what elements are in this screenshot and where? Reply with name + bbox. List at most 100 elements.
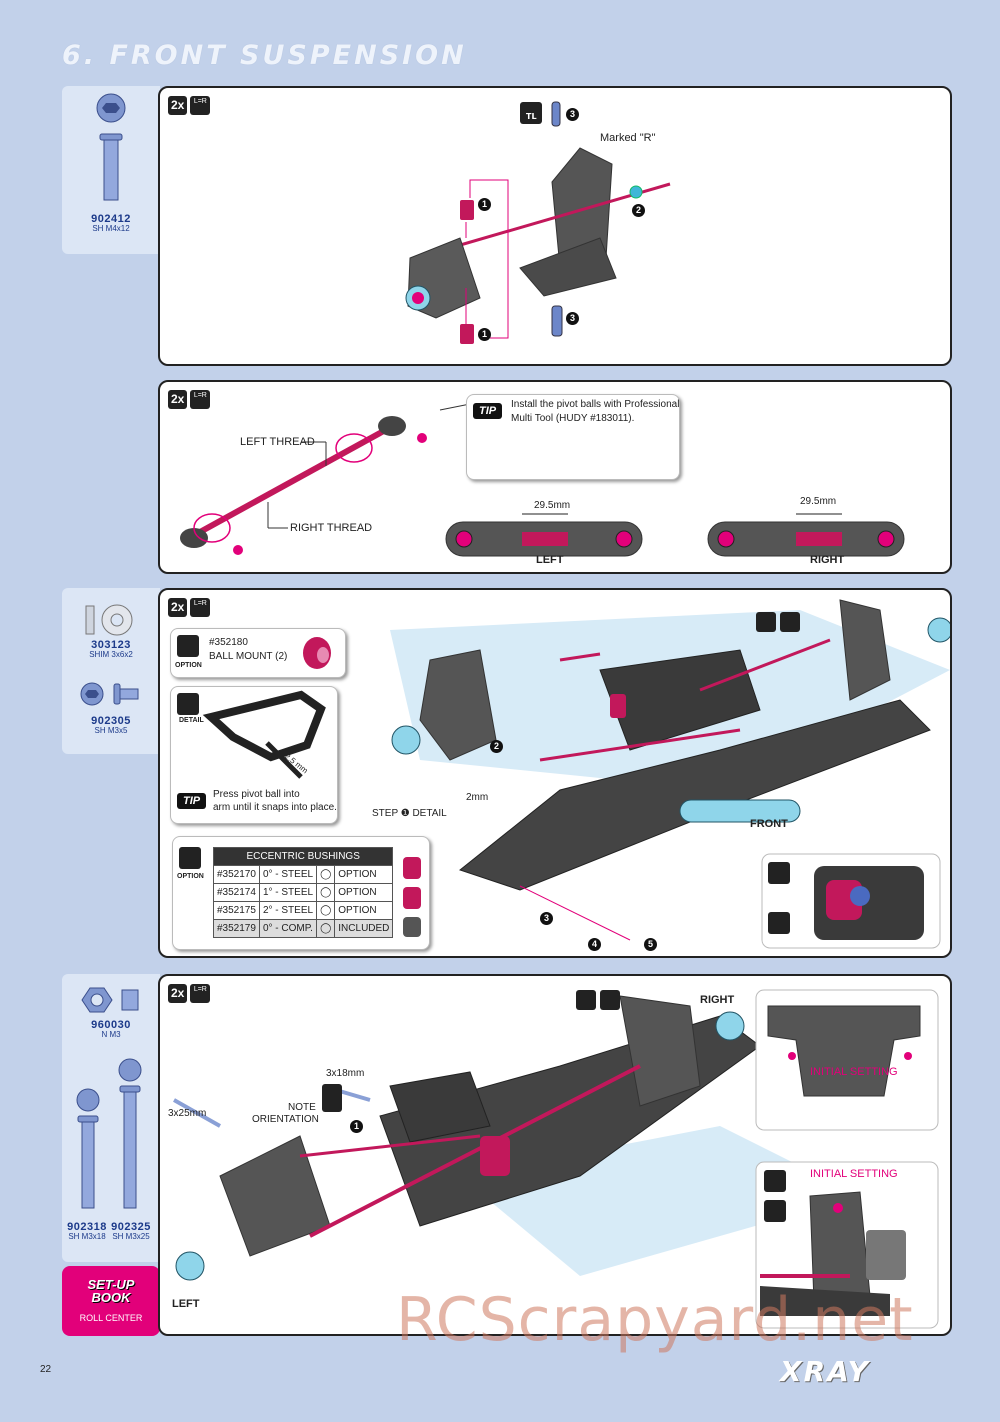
bushing-symbol-icon: ◯ [316,919,336,938]
ball-mount-name: BALL MOUNT (2) [209,651,288,662]
bushing-type: INCLUDED [334,919,394,938]
bushing-desc: 1° - STEEL [258,883,318,902]
qty-badge: 2x L=R [168,390,211,409]
marked-r-label: Marked "R" [600,132,656,144]
watermark: RCScrapyard.net [396,1285,914,1355]
bushing-symbol-icon: ◯ [316,901,336,920]
left-label: LEFT [536,554,564,566]
option-label: OPTION [175,662,202,669]
bushing-part: #352170 [213,865,260,884]
detail-icon [756,612,800,632]
measure-right: 29.5mm [800,496,837,507]
page-number: 22 [40,1364,52,1375]
pivot-ball-detail-box: DETAIL 2.5 mm TIP Press pivot ball into … [170,686,338,824]
setup-book-line2: BOOK [91,1290,131,1305]
left-label: LEFT [172,1298,200,1310]
bushing-icons [403,857,421,937]
table-title: ECCENTRIC BUSHINGS [212,847,394,866]
thumbs-up-icon [177,635,199,657]
qty-label: 2x [168,598,188,617]
tip-text-line1: Install the pivot balls with Professiona… [511,399,680,410]
step-number-1: 1 [478,328,491,341]
part-code: 902325 [111,1221,151,1233]
right-label: RIGHT [810,554,845,566]
bushing-symbol-icon: ◯ [316,865,336,884]
ball-mount-part: #352180 [209,637,248,648]
qty-label: 2x [168,390,188,409]
bushing-desc: 0° - STEEL [258,865,318,884]
screw-m4x12-icon [96,93,126,201]
ball-mount-option-box: OPTION #352180 BALL MOUNT (2) [170,628,346,678]
parts-bag-step1: 902412 SH M4x12 [62,86,160,254]
lr-icon: L=R [190,96,211,115]
table-row: #352170 0° - STEEL ◯ OPTION [213,865,394,884]
front-label: FRONT [750,818,788,830]
qty-badge: 2x L=R [168,96,211,115]
bushing-symbol-icon: ◯ [316,883,336,902]
part-code: 303123 [91,639,131,651]
step-number-4: 4 [588,938,601,951]
step-number-1: 1 [350,1120,363,1133]
front-suspension-final-illustration [173,989,939,1329]
step-number-3: 3 [540,912,553,925]
part-spec: N M3 [101,1030,121,1039]
measure-left: 29.5mm [534,500,571,511]
part-spec: SH M3x5 [94,726,128,735]
step4-panel: 2x L=R RIGHT LEFT 3x18mm 3x25mm NOTE ORI [158,974,952,1336]
qty-badge: 2x L=R [168,598,211,617]
lr-icon: L=R [190,984,211,1003]
part-spec: SHIM 3x6x2 [89,650,133,659]
qty-label: 2x [168,984,188,1003]
parts-bag-step3: 303123 SHIM 3x6x2 902305 SH M3x5 [62,588,160,754]
qty-badge: 2x L=R [168,984,211,1003]
step-number-1: 1 [478,198,491,211]
pivot-ball-tool-illustration [202,690,326,779]
step-detail-label: STEP ❶ DETAIL [372,808,447,819]
right-label: RIGHT [700,994,735,1006]
part-code: 902412 [91,213,131,225]
initial-setting-label: INITIAL SETTING [810,1066,898,1078]
bushing-type: OPTION [334,883,394,902]
step3-panel: 2x L=R OPTION #352180 BALL MOUNT (2) [158,588,952,958]
table-row: #352179 0° - COMP. ◯ INCLUDED [213,919,394,938]
screw-length-label: 3x25mm [168,1108,207,1119]
part-code: 902318 [67,1221,107,1233]
step-number-3: 3 [566,312,579,325]
part-spec: SH M3x25 [112,1232,150,1241]
tip-text-line1: Press pivot ball into [213,789,300,800]
bushing-part: #352179 [213,919,260,938]
svg-text:TL: TL [526,112,537,121]
ball-mount-icon [303,637,331,669]
tip-label: TIP [177,793,207,809]
right-thread-label: RIGHT THREAD [290,522,373,534]
orientation-label: ORIENTATION [252,1114,319,1125]
setup-book-line1: SET-UP [87,1277,135,1292]
part-code: 960030 [91,1019,131,1031]
step-number-2: 2 [632,204,645,217]
lr-icon: L=R [190,598,211,617]
bushing-part: #352175 [213,901,260,920]
part-code: 902305 [91,715,131,727]
note-label: NOTE [288,1102,316,1113]
step-number-3: 3 [566,108,579,121]
eccentric-bushings-table: ECCENTRIC BUSHINGS #352170 0° - STEEL ◯ … [212,847,394,938]
table-row: #352174 1° - STEEL ◯ OPTION [213,883,394,902]
step2-panel: 2x L=R LEFT THREAD RIGHT THREAD TIP Inst… [158,380,952,574]
part-spec: SH M4x12 [92,224,130,233]
table-row: #352175 2° - STEEL ◯ OPTION [213,901,394,920]
parts-bag-step4: 960030 N M3 902318 SH M3x18 902325 SH M3… [62,974,160,1262]
thumbs-up-icon [179,847,201,869]
screw-length-label: 3x18mm [326,1068,365,1079]
steering-block-assembly-illustration: TL [405,101,671,344]
step-number-2: 2 [490,740,503,753]
initial-setting-label: INITIAL SETTING [810,1168,898,1180]
setup-book-badge: SET-UP BOOK ROLL CENTER [62,1266,160,1336]
nut-and-screws-icons [76,987,142,1209]
lr-icon: L=R [190,390,211,409]
option-label: OPTION [177,873,204,880]
tip-text-line2: Multi Tool (HUDY #183011). [511,413,635,424]
tip-label: TIP [473,403,503,419]
shim-size-label: 2mm [466,792,489,803]
left-thread-label: LEFT THREAD [240,436,315,448]
page-title: 6. FRONT SUSPENSION [62,40,467,71]
